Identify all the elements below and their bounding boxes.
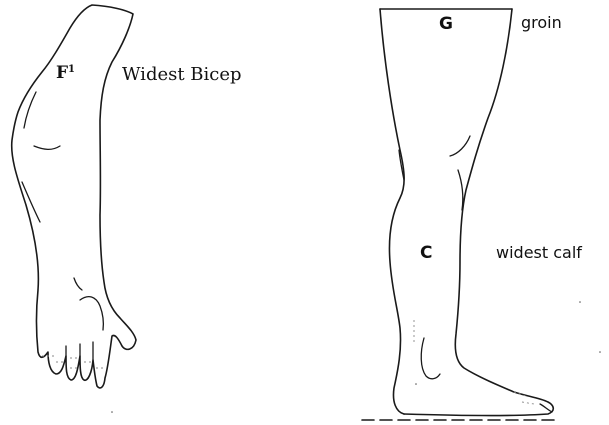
arm-marker-sup: 1 <box>68 64 75 75</box>
arm-finger-marks <box>42 356 104 368</box>
leg-knee-crease <box>450 136 470 156</box>
leg-marker-g: G <box>439 14 453 34</box>
arm-speck <box>111 411 113 413</box>
arm-shoulder-curve <box>24 92 36 128</box>
leg-shin-curve <box>458 170 463 210</box>
leg-drawing <box>362 9 601 420</box>
arm-knuckle-line <box>74 278 82 290</box>
arm-marker-f: F <box>56 63 68 83</box>
leg-front-contour <box>404 9 553 416</box>
leg-label-widest-calf: widest calf <box>496 243 582 262</box>
leg-label-groin: groin <box>521 13 562 32</box>
arm-elbow-crease <box>34 146 60 149</box>
leg-toe-detail <box>540 404 552 412</box>
leg-ankle-curve <box>421 338 440 379</box>
arm-outline <box>12 5 136 388</box>
leg-speck-1 <box>579 301 581 303</box>
arm-wrist-curve <box>80 297 103 330</box>
leg-speck-2 <box>599 351 601 353</box>
arm-label-widest-bicep: Widest Bicep <box>122 64 242 85</box>
leg-speck-3 <box>415 383 417 385</box>
leg-faint-marks <box>414 320 534 404</box>
leg-marker-c: C <box>420 243 432 263</box>
leg-back-contour <box>380 9 404 414</box>
